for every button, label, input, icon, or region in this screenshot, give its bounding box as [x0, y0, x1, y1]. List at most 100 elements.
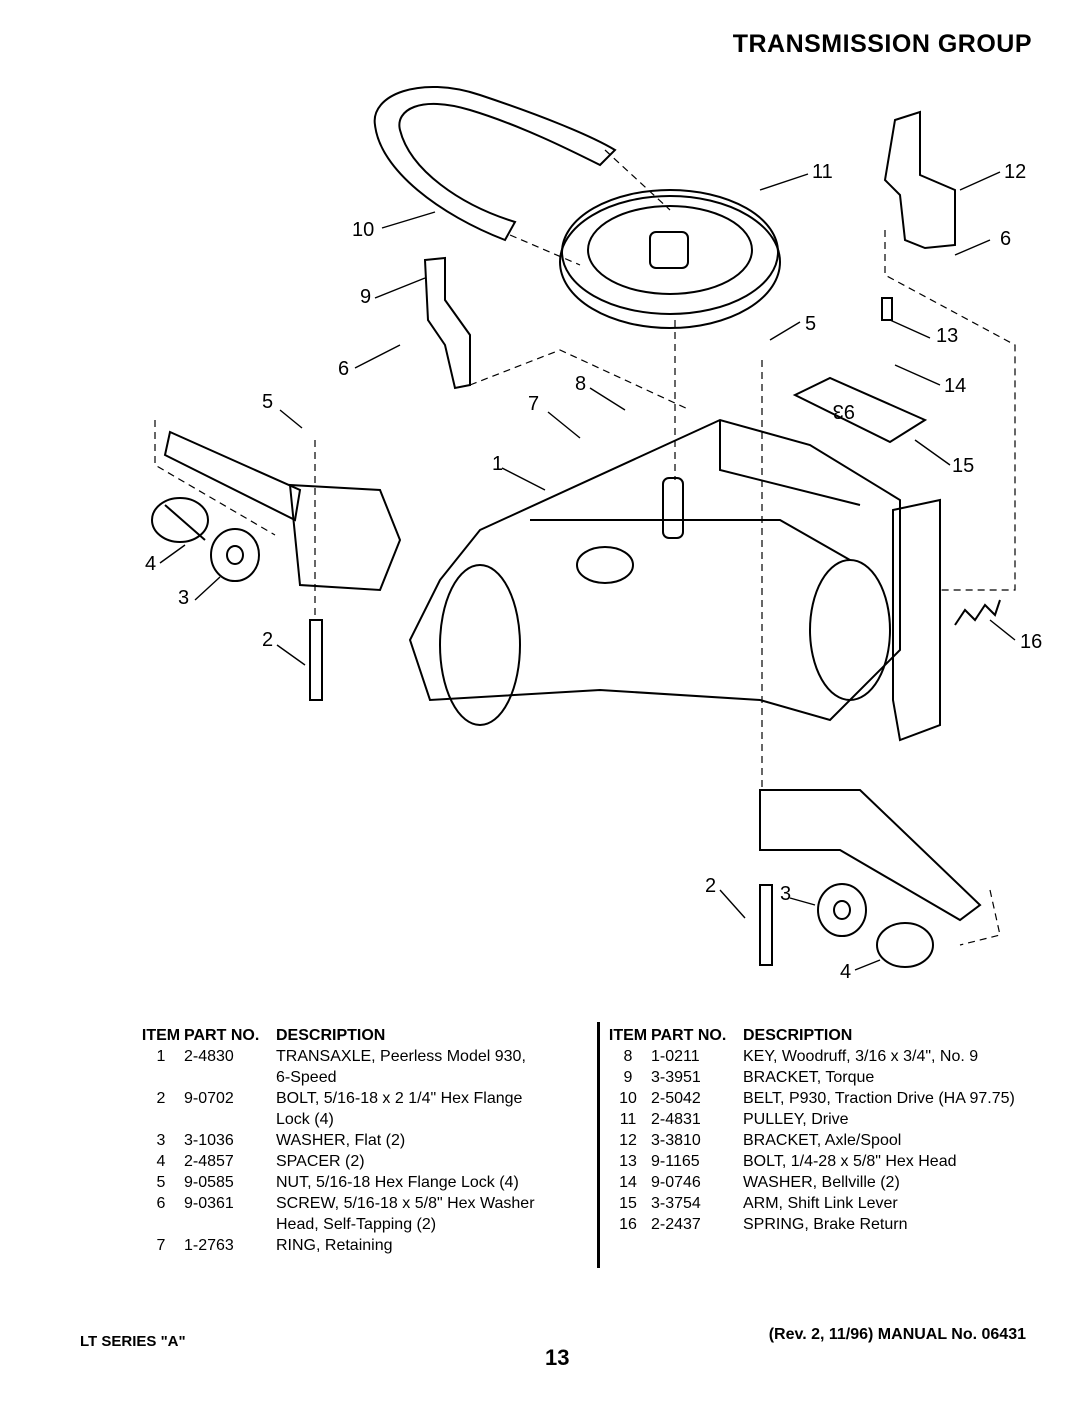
part-description: PULLEY, Drive [743, 1111, 849, 1128]
drive-pulley [561, 189, 779, 315]
part-number [184, 1214, 276, 1235]
item-number: 1 [156, 1048, 166, 1065]
part-number: 2-4857 [184, 1153, 234, 1170]
table-row: Lock (4) [138, 1109, 600, 1130]
col-item: ITEM [141, 1027, 181, 1044]
table-row: 14 9-0746 WASHER, Bellville (2) [605, 1172, 1075, 1193]
item-number [138, 1109, 184, 1130]
part-description: BELT, P930, Traction Drive (HA 97.75) [743, 1090, 1015, 1107]
item-number: 15 [619, 1195, 637, 1212]
callout-3: 3 [178, 587, 189, 609]
table-divider [597, 1022, 600, 1268]
table-row: 7 1-2763 RING, Retaining [138, 1235, 600, 1256]
part-description: Head, Self-Tapping (2) [276, 1216, 437, 1233]
transaxle-body [408, 418, 901, 722]
callout-6: 6 [338, 358, 349, 380]
part-description: BRACKET, Torque [743, 1069, 875, 1086]
callout-15: 15 [952, 455, 974, 477]
table-row: 6-Speed [138, 1067, 600, 1088]
callout-14: 14 [944, 375, 966, 397]
callout-10: 10 [352, 219, 374, 241]
part-description: Lock (4) [276, 1111, 334, 1128]
callout-12: 12 [1004, 161, 1026, 183]
part-description: TRANSAXLE, Peerless Model 930, [276, 1048, 526, 1065]
part-number: 9-0746 [651, 1174, 701, 1191]
part-number: 9-0361 [184, 1195, 234, 1212]
part-description: 6-Speed [276, 1069, 337, 1086]
parts-list-left: ITEM PART NO. DESCRIPTION 1 2-4830 TRANSAX… [138, 1025, 600, 1256]
drive-belt [373, 86, 617, 242]
table-row: 4 2-4857 SPACER (2) [138, 1151, 600, 1172]
left-axle [163, 430, 302, 522]
part-description: KEY, Woodruff, 3/16 x 3/4", No. 9 [743, 1048, 979, 1065]
shift-link-arm [792, 376, 928, 444]
item-number: 2 [156, 1090, 166, 1107]
part-number: 2-2437 [651, 1216, 701, 1233]
callout-9: 9 [360, 286, 371, 308]
callout-2: 2 [262, 629, 273, 651]
axle-spool-bracket [883, 110, 956, 250]
callout-16: 16 [1020, 631, 1042, 653]
callout-6: 6 [1000, 228, 1011, 250]
part-number: 2-4831 [651, 1111, 701, 1128]
item-number: 11 [619, 1111, 637, 1128]
item-number: 4 [156, 1153, 166, 1170]
part-description: WASHER, Bellville (2) [743, 1174, 900, 1191]
table-row: Head, Self-Tapping (2) [138, 1214, 600, 1235]
brake-plate [892, 498, 941, 742]
page-number: 13 [545, 1345, 570, 1370]
col-item: ITEM [608, 1027, 648, 1044]
item-number: 7 [156, 1237, 166, 1254]
item-number: 10 [619, 1090, 637, 1107]
table-row: 1 2-4830 TRANSAXLE, Peerless Model 930, [138, 1046, 600, 1067]
part-description: RING, Retaining [276, 1237, 393, 1254]
item-number: 16 [619, 1216, 637, 1233]
col-description: DESCRIPTION [743, 1027, 853, 1044]
callout-5: 5 [262, 391, 273, 413]
right-axle [759, 789, 982, 922]
item-number: 5 [156, 1174, 166, 1191]
col-part-no: PART NO. [184, 1027, 260, 1044]
parts-list-header: ITEM PART NO. DESCRIPTION [138, 1025, 600, 1046]
part-description: WASHER, Flat (2) [276, 1132, 406, 1149]
item-number: 9 [623, 1069, 633, 1086]
callout-13: 13 [936, 325, 958, 347]
part-number: 1-2763 [184, 1237, 234, 1254]
part-number [184, 1067, 276, 1088]
callout-1: 1 [492, 453, 503, 475]
callout-4: 4 [145, 553, 156, 575]
shift-plate-label: 93 [833, 400, 855, 422]
item-number: 12 [619, 1132, 637, 1149]
item-number: 14 [619, 1174, 637, 1191]
part-description: SPACER (2) [276, 1153, 365, 1170]
torque-bracket [423, 256, 471, 390]
callout-8: 8 [575, 373, 586, 395]
callout-11: 11 [812, 161, 833, 183]
callout-3: 3 [780, 883, 791, 905]
col-description: DESCRIPTION [276, 1027, 386, 1044]
callout-2: 2 [705, 875, 716, 897]
item-number: 6 [156, 1195, 166, 1212]
callout-5: 5 [805, 313, 816, 335]
part-number: 3-3754 [651, 1195, 701, 1212]
part-description: BOLT, 5/16-18 x 2 1/4" Hex Flange [276, 1090, 523, 1107]
page-title: TRANSMISSION GROUP [732, 30, 1032, 58]
part-number: 9-0585 [184, 1174, 234, 1191]
callout-7: 7 [528, 393, 539, 415]
callout-4: 4 [840, 961, 851, 983]
part-number: 1-0211 [651, 1048, 700, 1065]
table-row: 6 9-0361 SCREW, 5/16-18 x 5/8" Hex Washer [138, 1193, 600, 1214]
part-number [184, 1109, 276, 1130]
item-number: 3 [156, 1132, 166, 1149]
part-description: SCREW, 5/16-18 x 5/8" Hex Washer [276, 1195, 535, 1212]
manual-revision: (Rev. 2, 11/96) MANUAL No. 06431 [768, 1326, 1026, 1343]
part-number: 2-4830 [184, 1048, 234, 1065]
